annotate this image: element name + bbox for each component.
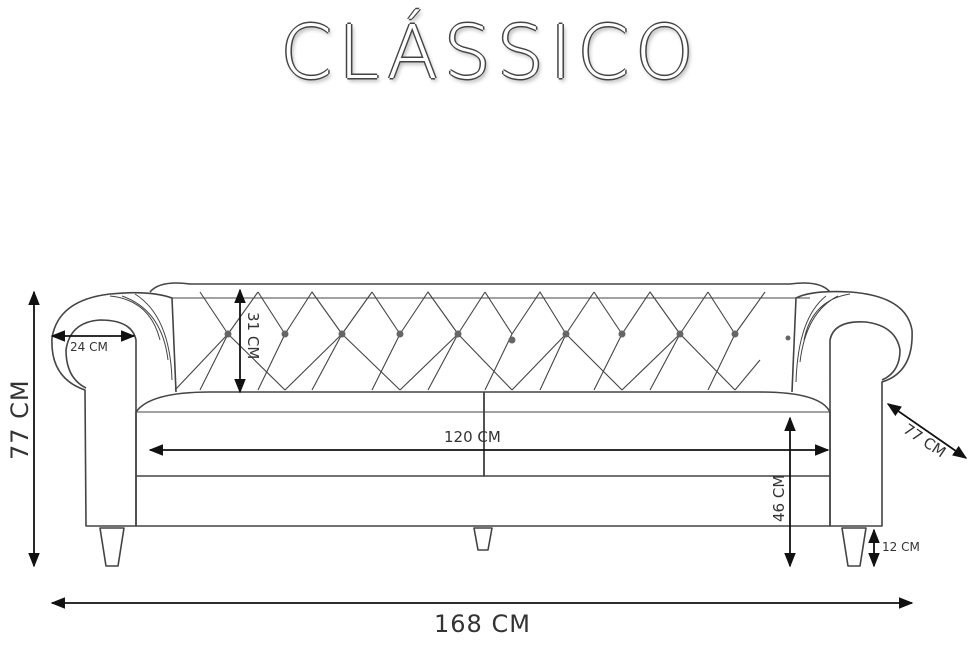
left-arm: [51, 291, 177, 527]
tuft-buttons: [224, 330, 791, 344]
arm-width-label: 24 CM: [70, 340, 108, 354]
right-arm: [791, 290, 913, 527]
seat-height-label: 46 CM: [770, 474, 788, 522]
backrest-outline: [149, 282, 831, 293]
total-height-label: 77 CM: [6, 379, 34, 460]
sofa-outline: [51, 282, 913, 567]
leg-center: [473, 527, 493, 551]
backrest-height-label: 31 CM: [244, 312, 262, 360]
depth-arrow: [886, 403, 968, 459]
total-width-label: 168 CM: [434, 610, 531, 638]
seat-cushion-right: [483, 391, 831, 477]
seat-width-label: 120 CM: [444, 428, 501, 446]
sofa-base: [135, 476, 831, 527]
leg-left: [99, 527, 125, 567]
dimension-arrows: [28, 288, 968, 609]
leg-height-label: 12 CM: [882, 540, 920, 554]
seat-cushion-left: [135, 391, 485, 477]
product-title: CLÁSSICO: [280, 10, 700, 96]
leg-right: [841, 527, 867, 567]
tufting-lines: [174, 291, 766, 391]
